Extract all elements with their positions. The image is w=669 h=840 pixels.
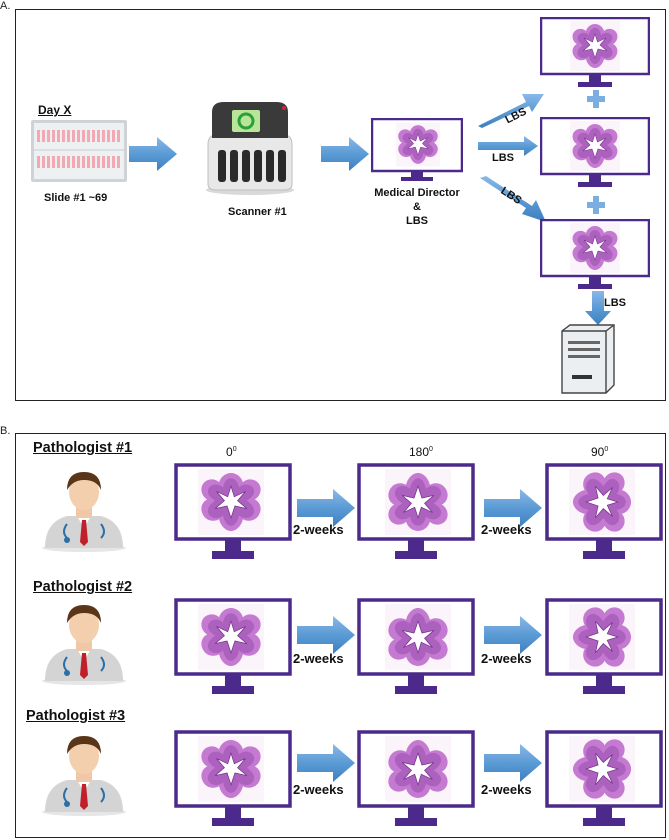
arrow-label-server: LBS	[604, 297, 626, 309]
doctor-avatar-icon	[39, 730, 129, 816]
doctor-avatar-icon	[39, 466, 129, 552]
center-label-line3: LBS	[406, 215, 428, 227]
arrow-to-server	[585, 291, 611, 325]
arrow-label-middle: LBS	[492, 152, 514, 164]
monitor-p2-90deg	[545, 598, 663, 698]
monitor-p1-90deg	[545, 463, 663, 563]
day-label: Day X	[38, 103, 72, 117]
interval-arrow	[297, 489, 355, 527]
rotation-label-3: 900	[591, 445, 609, 459]
monitor-p3-90deg	[545, 730, 663, 830]
monitor-bottom-right	[540, 219, 650, 291]
interval-label: 2-weeks	[293, 651, 344, 666]
slide-range-label: Slide #1 ~69	[44, 192, 108, 204]
interval-label: 2-weeks	[293, 522, 344, 537]
doctor-avatar-icon	[39, 599, 129, 685]
panel-b-letter: B.	[0, 425, 11, 437]
flow-arrow-tray-to-scanner	[129, 137, 177, 171]
rotation-label-1: 00	[226, 445, 237, 459]
plus-icon	[587, 90, 605, 108]
center-label-line1: Medical Director	[374, 187, 460, 199]
monitor-middle-right	[540, 117, 650, 189]
monitor-p1-0deg	[174, 463, 292, 563]
interval-arrow	[297, 744, 355, 782]
pathologist-3-name: Pathologist #3	[26, 708, 126, 724]
interval-label: 2-weeks	[481, 782, 532, 797]
arrow-to-middle-monitor	[478, 136, 538, 156]
arrow-to-top-monitor	[474, 88, 546, 128]
monitor-p2-180deg	[357, 598, 475, 698]
interval-label: 2-weeks	[481, 651, 532, 666]
plus-icon	[587, 196, 605, 214]
center-label-line2: &	[413, 201, 421, 213]
interval-arrow	[484, 744, 542, 782]
slide-tray-image	[31, 120, 127, 182]
monitor-p1-180deg	[357, 463, 475, 563]
interval-label: 2-weeks	[481, 522, 532, 537]
pathologist-2-name: Pathologist #2	[33, 579, 133, 595]
monitor-top-right	[540, 17, 650, 89]
flow-arrow-scanner-to-monitor	[321, 137, 369, 171]
panel-a-letter: A.	[0, 0, 11, 12]
rotation-label-2: 1800	[409, 445, 433, 459]
interval-arrow	[484, 616, 542, 654]
server-icon	[556, 323, 618, 395]
monitor-p3-180deg	[357, 730, 475, 830]
panel-a-frame	[15, 9, 666, 401]
center-monitor	[371, 118, 463, 182]
scanner-label: Scanner #1	[228, 206, 287, 218]
scanner-image	[200, 98, 300, 198]
interval-arrow	[297, 616, 355, 654]
interval-label: 2-weeks	[293, 782, 344, 797]
arrow-to-bottom-monitor	[476, 176, 548, 226]
monitor-p3-0deg	[174, 730, 292, 830]
pathologist-1-name: Pathologist #1	[33, 440, 133, 456]
panel-b-frame	[15, 433, 666, 838]
interval-arrow	[484, 489, 542, 527]
monitor-p2-0deg	[174, 598, 292, 698]
